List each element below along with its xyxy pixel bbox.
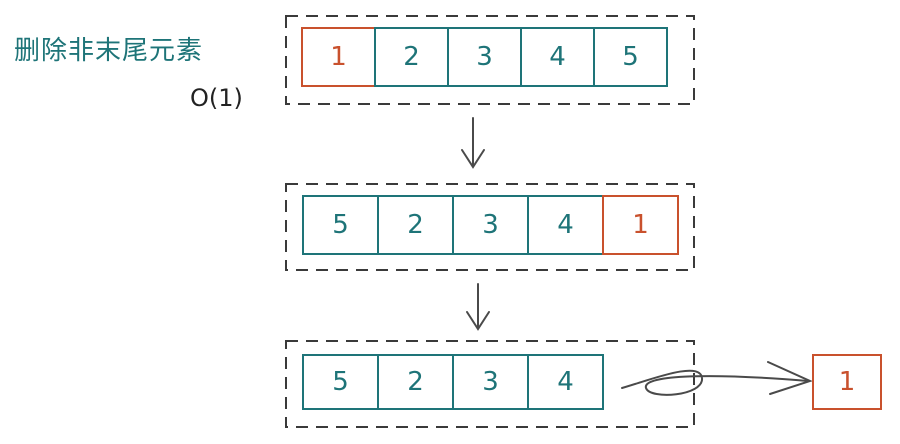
down-arrow-1	[461, 117, 485, 169]
array-cell	[593, 27, 668, 87]
diagram-title: 删除非末尾元素	[14, 36, 204, 66]
array-cell-value: 3	[482, 210, 499, 240]
row-2-cells: 5 2 3 4 1	[302, 195, 679, 255]
down-arrow-2	[466, 283, 490, 331]
array-cell-value: 2	[403, 42, 420, 72]
array-cell	[527, 354, 604, 410]
array-cell-value: 4	[557, 210, 574, 240]
removed-cell	[812, 354, 882, 410]
array-cell-value: 4	[549, 42, 566, 72]
row-2-frame	[285, 183, 695, 271]
array-cell-value: 3	[482, 367, 499, 397]
row-3-cells: 5 2 3 4	[302, 354, 604, 410]
array-cell-value: 1	[330, 42, 347, 72]
array-cell-value: 2	[407, 367, 424, 397]
removal-arrow	[621, 361, 813, 396]
array-cell-highlighted	[602, 195, 679, 255]
array-cell-value: 2	[407, 210, 424, 240]
array-cell-value: 1	[632, 210, 649, 240]
array-cell-value: 5	[332, 210, 349, 240]
array-cell-value: 4	[557, 367, 574, 397]
row-1-frame	[285, 15, 695, 105]
row-1-cells: 1 2 3 4 5	[301, 27, 668, 87]
array-cell-value: 5	[332, 367, 349, 397]
array-cell-value: 3	[476, 42, 493, 72]
complexity-label: O(1)	[190, 84, 243, 112]
removed-cell-value: 1	[839, 367, 856, 397]
array-cell-value: 5	[622, 42, 639, 72]
row-3-frame	[285, 340, 695, 428]
